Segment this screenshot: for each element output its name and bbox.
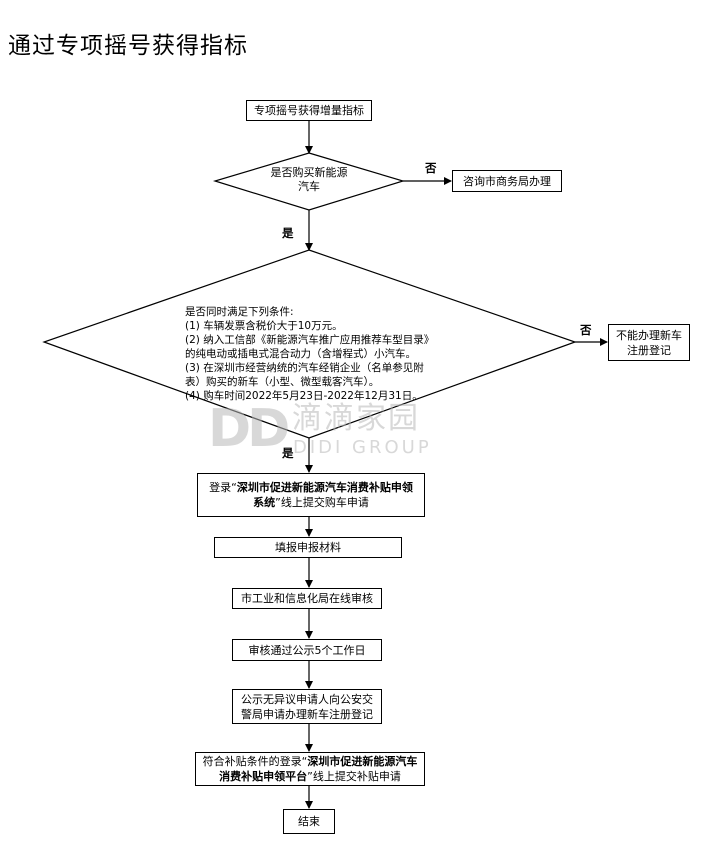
q1-no-result-box: 咨询市商务局办理 (452, 170, 562, 192)
step5-box: 公示无异议申请人向公安交 警局申请办理新车注册登记 (232, 689, 382, 724)
step6-box: 符合补贴条件的登录“深圳市促进新能源汽车消费补贴申领平台”线上提交补贴申请 (195, 752, 425, 786)
q2-no-result-line2: 注册登记 (627, 343, 671, 357)
step1-system-name: 深圳市促进新能源汽车消费补贴申领系统 (236, 481, 413, 509)
step5-line1: 公示无异议申请人向公安交 (241, 692, 373, 706)
q2-line: 是否同时满足下列条件: (185, 306, 294, 318)
end-box: 结束 (283, 809, 335, 834)
q1-yes-label: 是 (282, 226, 294, 240)
step5-line2: 警局申请办理新车注册登记 (241, 707, 373, 721)
q1-text: 是否购买新能源 汽车 (255, 166, 363, 194)
step1-suffix: ”线上提交购车申请 (275, 496, 369, 509)
q2-line: 的纯电动或插电式混合动力（含增程式）小汽车。 (185, 348, 416, 360)
step6-suffix: ”线上提交补贴申请 (307, 770, 401, 783)
step4-label: 审核通过公示5个工作日 (248, 643, 366, 657)
q2-line: (3) 在深圳市经营纳统的汽车经销企业（名单参见附 (185, 362, 424, 374)
step1-prefix: 登录“ (209, 481, 237, 494)
q2-conditions: 是否同时满足下列条件: (1) 车辆发票含税价大于10万元。 (2) 纳入工信部… (185, 305, 450, 403)
q2-no-result-line1: 不能办理新车 (616, 328, 682, 342)
step2-label: 填报申报材料 (275, 541, 341, 554)
q2-no-label: 否 (580, 323, 592, 337)
step3-box: 市工业和信息化局在线审核 (232, 588, 382, 609)
step2-box: 填报申报材料 (214, 537, 402, 558)
q2-yes-label: 是 (282, 446, 294, 460)
q1-line2: 汽车 (298, 180, 320, 193)
q2-line: (2) 纳入工信部《新能源汽车推广应用推荐车型目录》 (185, 334, 435, 346)
q1-line1: 是否购买新能源 (270, 166, 348, 179)
step1-box: 登录“深圳市促进新能源汽车消费补贴申领系统”线上提交购车申请 (197, 473, 425, 517)
q2-no-result-box: 不能办理新车 注册登记 (608, 324, 690, 361)
end-label: 结束 (298, 815, 320, 828)
step6-prefix: 符合补贴条件的登录“ (202, 755, 308, 768)
start-box: 专项摇号获得增量指标 (246, 100, 372, 121)
q1-no-result: 咨询市商务局办理 (463, 174, 551, 188)
step4-box: 审核通过公示5个工作日 (232, 639, 382, 661)
page-title: 通过专项摇号获得指标 (8, 33, 248, 59)
q2-line: (4) 购车时间2022年5月23日-2022年12月31日。 (185, 390, 423, 402)
q2-line: 表）购买的新车（小型、微型载客汽车）。 (185, 376, 380, 388)
step3-label: 市工业和信息化局在线审核 (241, 592, 373, 605)
q1-no-label: 否 (425, 161, 437, 175)
start-label: 专项摇号获得增量指标 (254, 104, 364, 117)
q2-line: (1) 车辆发票含税价大于10万元。 (185, 320, 343, 332)
step6-platform-name: 深圳市促进新能源汽车消费补贴申领平台 (219, 755, 418, 783)
